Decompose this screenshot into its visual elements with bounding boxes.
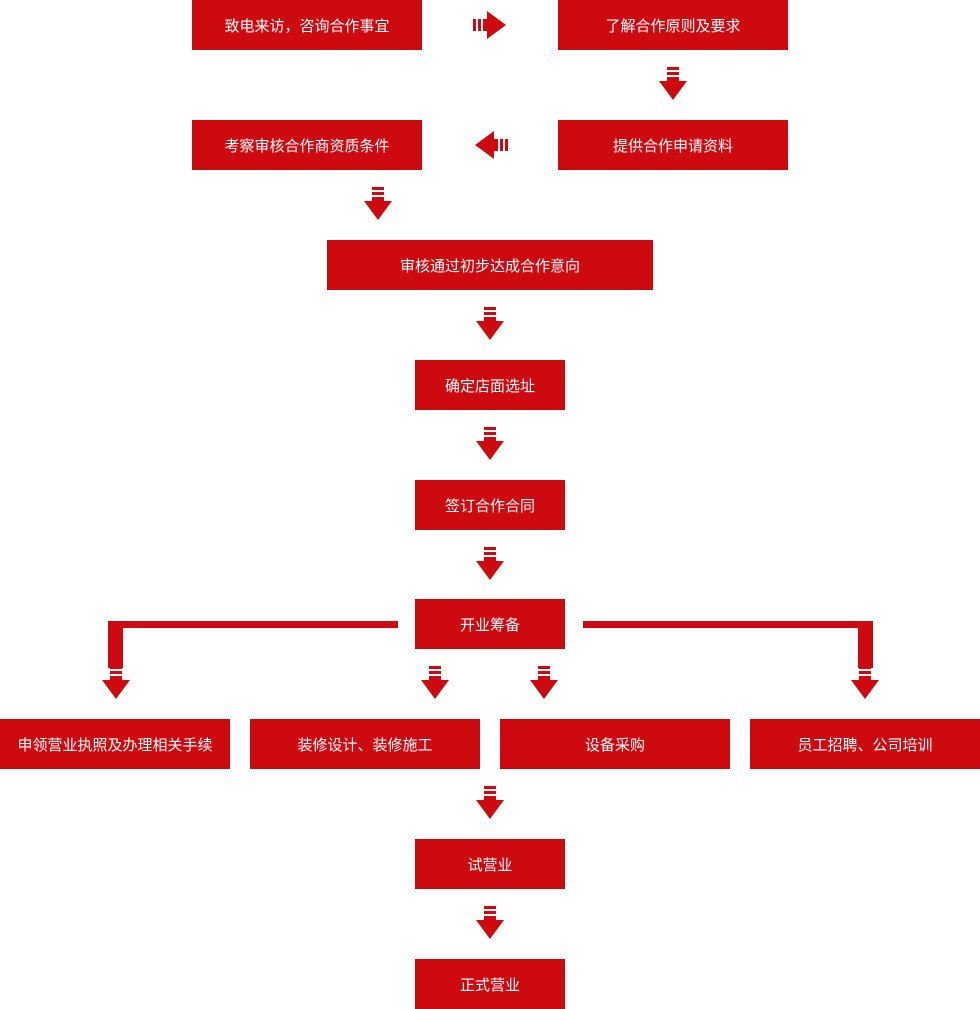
- step-business-license: 申领营业执照及办理相关手续: [0, 719, 230, 769]
- step-equipment: 设备采购: [500, 719, 730, 769]
- arrow-right-icon: [473, 11, 507, 39]
- step-formal-operation: 正式营业: [415, 959, 565, 1009]
- arrow-down-icon: [364, 187, 392, 221]
- arrow-down-icon: [102, 666, 130, 700]
- step-learn-principles: 了解合作原则及要求: [558, 0, 788, 50]
- step-call-visit: 致电来访，咨询合作事宜: [192, 0, 422, 50]
- arrow-down-icon: [476, 307, 504, 341]
- arrow-down-icon: [476, 547, 504, 581]
- connector-line-left-vertical: [108, 621, 123, 668]
- connector-line-right: [583, 621, 873, 628]
- step-submit-materials: 提供合作申请资料: [558, 120, 788, 170]
- step-review-qualification: 考察审核合作商资质条件: [192, 120, 422, 170]
- step-staff: 员工招聘、公司培训: [750, 719, 980, 769]
- arrow-down-icon: [476, 906, 504, 940]
- arrow-down-icon: [476, 786, 504, 820]
- arrow-left-icon: [474, 131, 508, 159]
- step-sign-contract: 签订合作合同: [415, 480, 565, 530]
- connector-line-left: [108, 621, 398, 628]
- step-opening-prep: 开业筹备: [415, 599, 565, 649]
- arrow-down-icon: [530, 666, 558, 700]
- arrow-down-icon: [659, 67, 687, 101]
- arrow-down-icon: [476, 427, 504, 461]
- step-select-store: 确定店面选址: [415, 360, 565, 410]
- step-preliminary-intent: 审核通过初步达成合作意向: [327, 240, 653, 290]
- step-trial-operation: 试营业: [415, 839, 565, 889]
- arrow-down-icon: [851, 666, 879, 700]
- connector-line-right-vertical: [858, 621, 873, 668]
- arrow-down-icon: [421, 666, 449, 700]
- step-decoration: 装修设计、装修施工: [250, 719, 480, 769]
